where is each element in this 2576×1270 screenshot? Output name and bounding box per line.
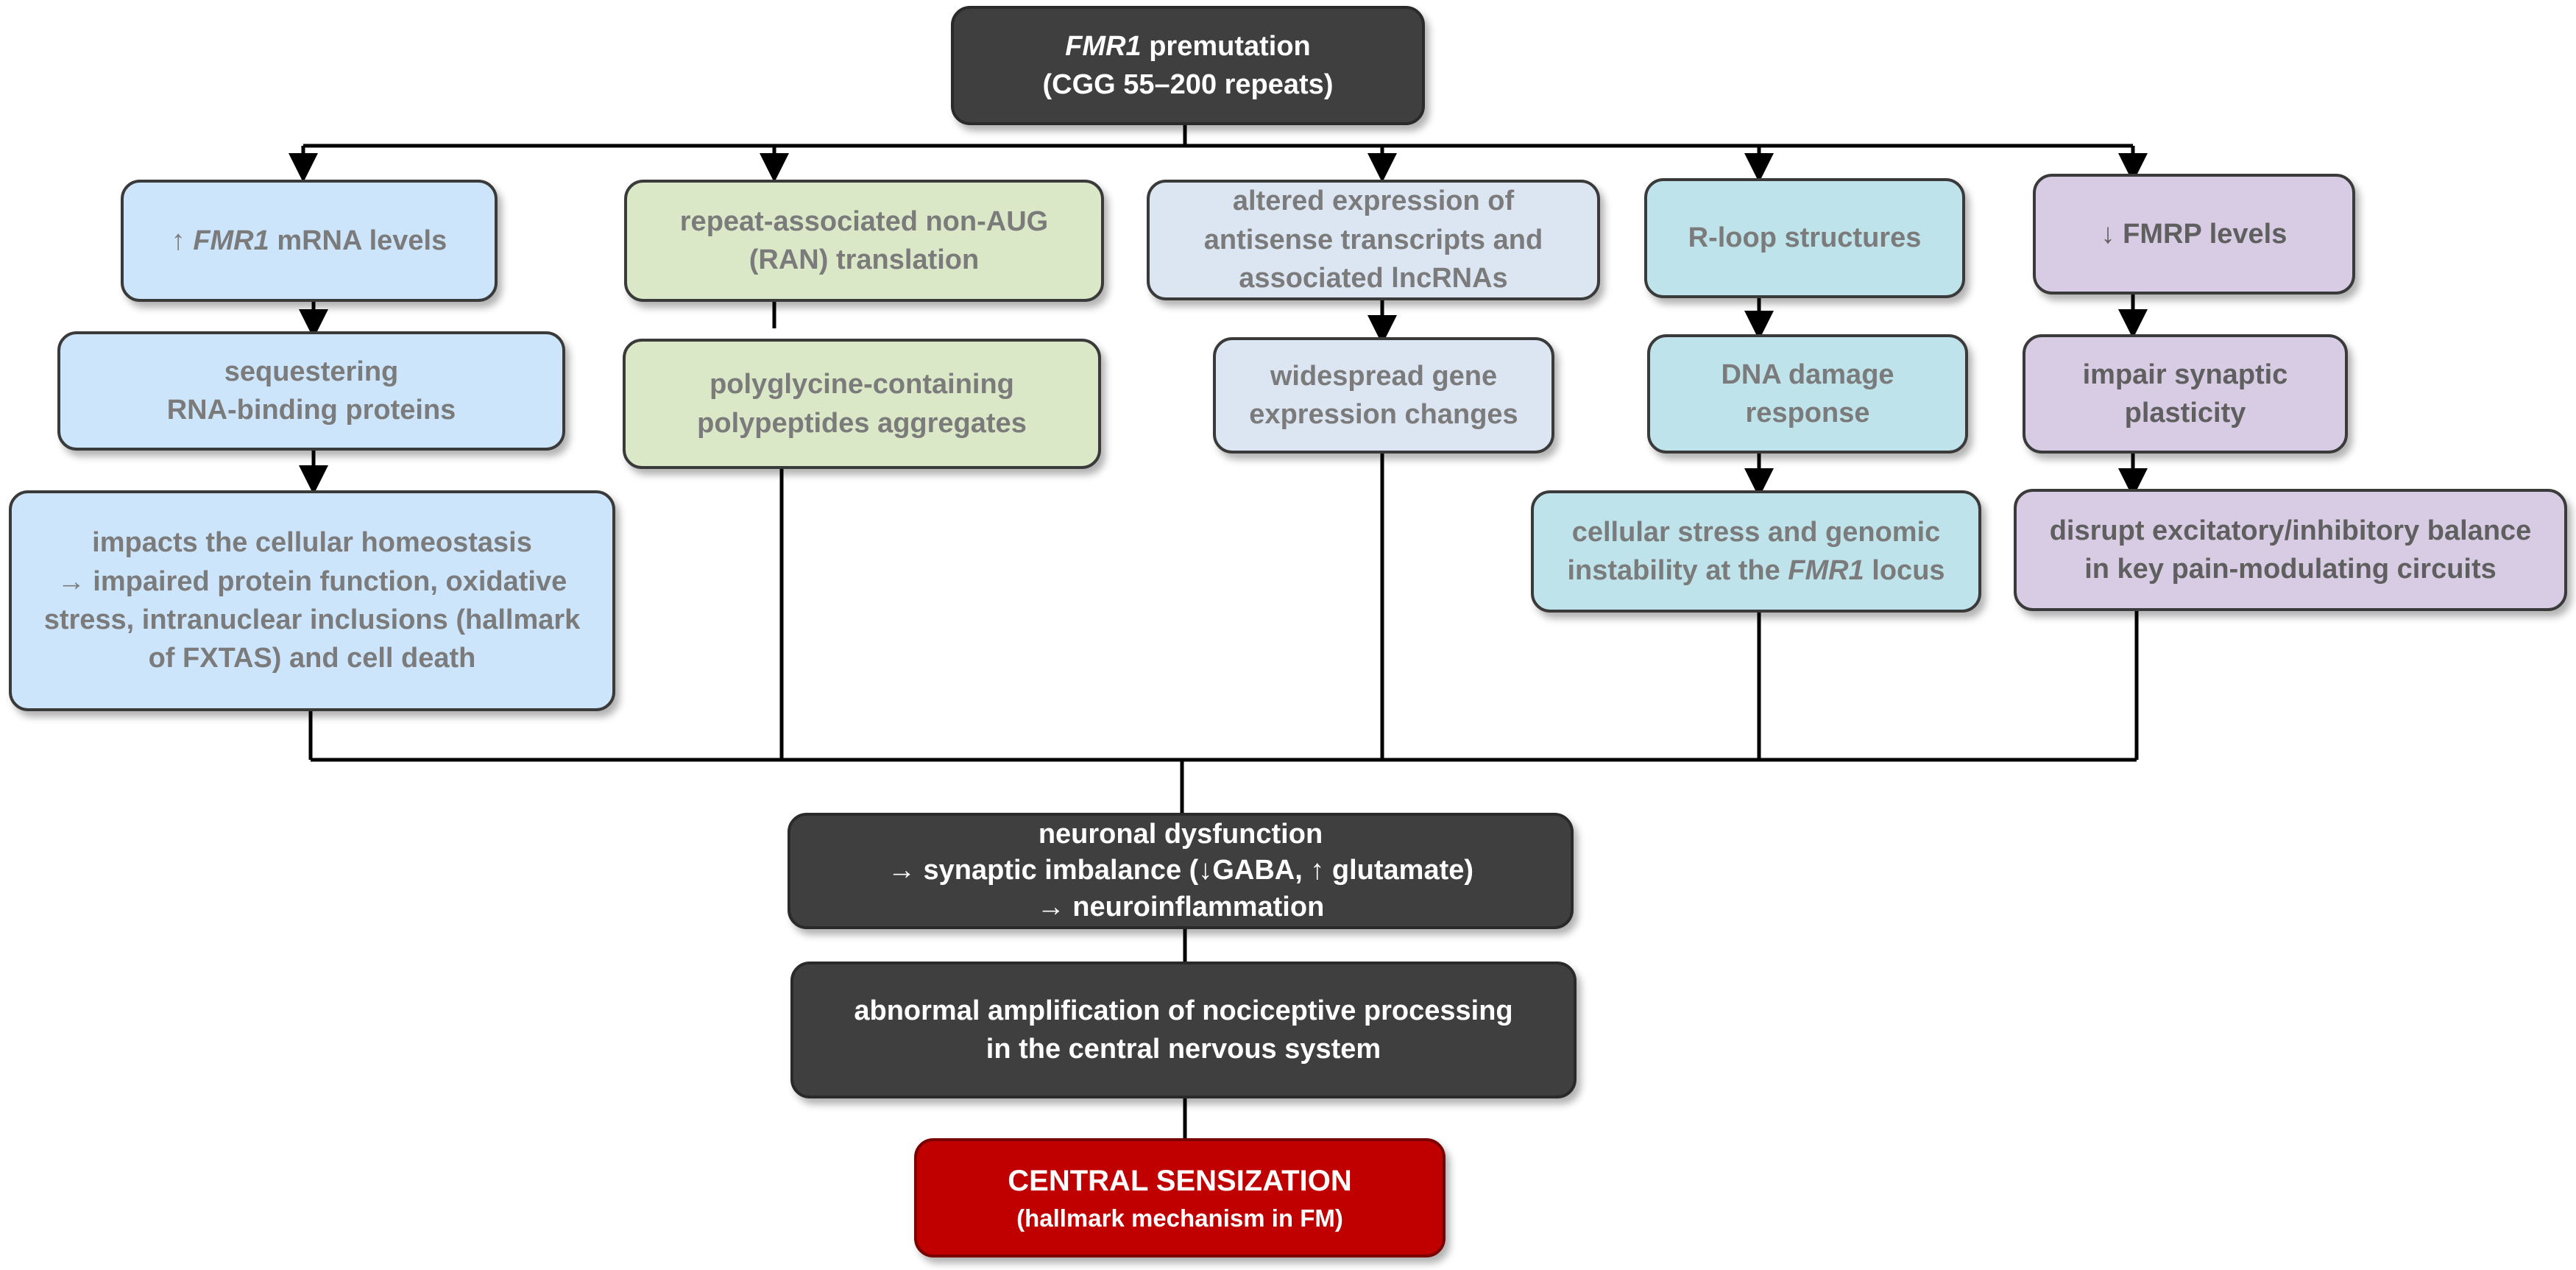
gene-expression-changes-box: widespread gene expression changes bbox=[1213, 337, 1554, 454]
synaptic-plasticity-box: impair synaptic plasticity bbox=[2023, 334, 2348, 454]
dna-line2: response bbox=[1745, 398, 1870, 428]
root-title-rest: premutation bbox=[1141, 30, 1311, 62]
root-fmr1-premutation-box: FMR1 premutation (CGG 55–200 repeats) bbox=[951, 6, 1425, 125]
central-sensization-box: CENTRAL SENSIZATION (hallmark mechanism … bbox=[914, 1138, 1446, 1257]
antisense-line1: altered expression of bbox=[1232, 186, 1515, 217]
mrna-gene-name: FMR1 bbox=[193, 225, 269, 256]
mrna-suffix: mRNA levels bbox=[269, 225, 447, 256]
homeostasis-line4: of FXTAS) and cell death bbox=[148, 643, 476, 674]
antisense-line2: antisense transcripts and bbox=[1203, 224, 1543, 255]
neuronal-line3: → neuroinflammation bbox=[1036, 891, 1325, 922]
fmrp-line1: ↓ FMRP levels bbox=[2101, 218, 2287, 250]
amplification-line2: in the central nervous system bbox=[986, 1034, 1381, 1065]
neuronal-line2: → synaptic imbalance (↓GABA, ↑ glutamate… bbox=[887, 855, 1474, 886]
ran-line1: repeat-associated non-AUG bbox=[679, 205, 1049, 237]
sequestering-box: sequestering RNA-binding proteins bbox=[57, 331, 565, 451]
widespread-line1: widespread gene bbox=[1270, 360, 1498, 392]
polyglycine-aggregates-box: polyglycine-containing polypeptides aggr… bbox=[623, 339, 1101, 469]
neuronal-dysfunction-box: neuronal dysfunction → synaptic imbalanc… bbox=[788, 813, 1574, 929]
stress-line2-prefix: instability at the bbox=[1567, 555, 1788, 586]
root-subtitle: (CGG 55–200 repeats) bbox=[1042, 69, 1334, 100]
antisense-transcripts-box: altered expression of antisense transcri… bbox=[1147, 180, 1600, 300]
mrna-levels-box: ↑ FMR1 mRNA levels bbox=[121, 180, 498, 302]
stress-line2-suffix: locus bbox=[1864, 555, 1945, 586]
nociceptive-amplification-box: abnormal amplification of nociceptive pr… bbox=[790, 962, 1577, 1098]
polyglycine-line2: polypeptides aggregates bbox=[697, 407, 1027, 439]
homeostasis-line1: impacts the cellular homeostasis bbox=[92, 527, 532, 559]
disrupt-line2: in key pain-modulating circuits bbox=[2084, 554, 2497, 585]
sequestering-line1: sequestering bbox=[224, 356, 399, 387]
stress-gene-name: FMR1 bbox=[1788, 555, 1864, 586]
root-gene-name: FMR1 bbox=[1065, 30, 1142, 62]
ran-line2: (RAN) translation bbox=[749, 244, 980, 275]
neuronal-line1: neuronal dysfunction bbox=[1038, 818, 1323, 850]
stress-line1: cellular stress and genomic bbox=[1571, 516, 1941, 548]
cellular-homeostasis-box: impacts the cellular homeostasis → impai… bbox=[9, 490, 615, 711]
antisense-line3: associated lncRNAs bbox=[1239, 263, 1508, 294]
plasticity-line2: plasticity bbox=[2124, 398, 2246, 428]
homeostasis-line2: → impaired protein function, oxidative bbox=[57, 565, 567, 597]
fmrp-levels-box: ↓ FMRP levels bbox=[2033, 174, 2355, 294]
homeostasis-line3: stress, intranuclear inclusions (hallmar… bbox=[43, 604, 581, 635]
r-loop-structures-box: R-loop structures bbox=[1644, 178, 1965, 298]
dna-line1: DNA damage bbox=[1721, 359, 1894, 390]
sequestering-line2: RNA-binding proteins bbox=[166, 395, 456, 426]
rloop-line1: R-loop structures bbox=[1688, 222, 1922, 254]
central-title: CENTRAL SENSIZATION bbox=[1008, 1164, 1352, 1197]
excitatory-inhibitory-box: disrupt excitatory/inhibitory balance in… bbox=[2014, 489, 2567, 611]
plasticity-line1: impair synaptic bbox=[2082, 359, 2288, 390]
genomic-instability-box: cellular stress and genomic instability … bbox=[1531, 490, 1981, 613]
ran-translation-box: repeat-associated non-AUG (RAN) translat… bbox=[624, 180, 1104, 302]
mrna-prefix: ↑ bbox=[171, 225, 194, 256]
central-subtitle: (hallmark mechanism in FM) bbox=[1016, 1204, 1343, 1232]
widespread-line2: expression changes bbox=[1249, 399, 1518, 430]
polyglycine-line1: polyglycine-containing bbox=[710, 369, 1014, 401]
disrupt-line1: disrupt excitatory/inhibitory balance bbox=[2049, 515, 2532, 546]
dna-damage-response-box: DNA damage response bbox=[1647, 334, 1968, 454]
amplification-line1: abnormal amplification of nociceptive pr… bbox=[854, 995, 1513, 1026]
